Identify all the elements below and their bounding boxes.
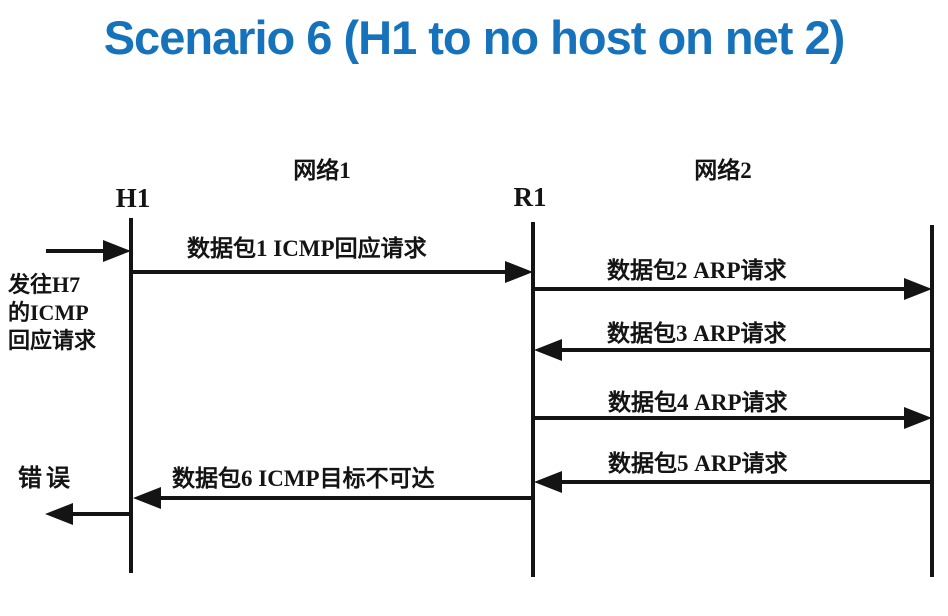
message-label: 数据包6 ICMP目标不可达	[172, 466, 435, 491]
message-label: 数据包5 ARP请求	[608, 451, 788, 476]
lifeline-r1	[531, 222, 535, 577]
arrow-head-left-icon	[133, 487, 161, 509]
message-label: 数据包4 ARP请求	[608, 390, 788, 415]
error-caption: 错误	[18, 466, 74, 492]
arrow-line	[560, 348, 932, 352]
lifeline-net2-host	[930, 225, 934, 577]
arrow-head-left-icon	[45, 503, 73, 525]
node-h1-label: H1	[115, 183, 151, 213]
incoming-caption-line: 的ICMP	[8, 300, 89, 325]
arrow-line	[46, 249, 106, 253]
arrow-line	[534, 416, 906, 420]
network2-header: 网络2	[694, 158, 752, 183]
arrow-head-left-icon	[534, 339, 562, 361]
network1-header: 网络1	[293, 158, 351, 183]
incoming-caption: 发往H7 的ICMP 回应请求	[8, 271, 96, 355]
slide-title: Scenario 6 (H1 to no host on net 2)	[103, 11, 846, 64]
node-r1-label: R1	[513, 182, 547, 212]
arrow-line	[534, 287, 906, 291]
lifeline-h1	[129, 218, 133, 573]
message-label: 数据包2 ARP请求	[607, 258, 787, 283]
arrow-head-left-icon	[534, 471, 562, 493]
arrow-head-right-icon	[904, 407, 932, 429]
arrow-line	[71, 512, 131, 516]
arrow-line	[560, 480, 932, 484]
arrow-head-right-icon	[904, 278, 932, 300]
arrow-head-right-icon	[103, 240, 131, 262]
incoming-caption-line: 回应请求	[8, 328, 97, 353]
arrow-line	[131, 270, 507, 274]
arrow-head-right-icon	[505, 261, 533, 283]
message-label: 数据包3 ARP请求	[607, 321, 787, 346]
arrow-line	[159, 496, 533, 500]
message-label: 数据包1 ICMP回应请求	[187, 236, 427, 261]
incoming-caption-line: 发往H7	[8, 272, 81, 297]
